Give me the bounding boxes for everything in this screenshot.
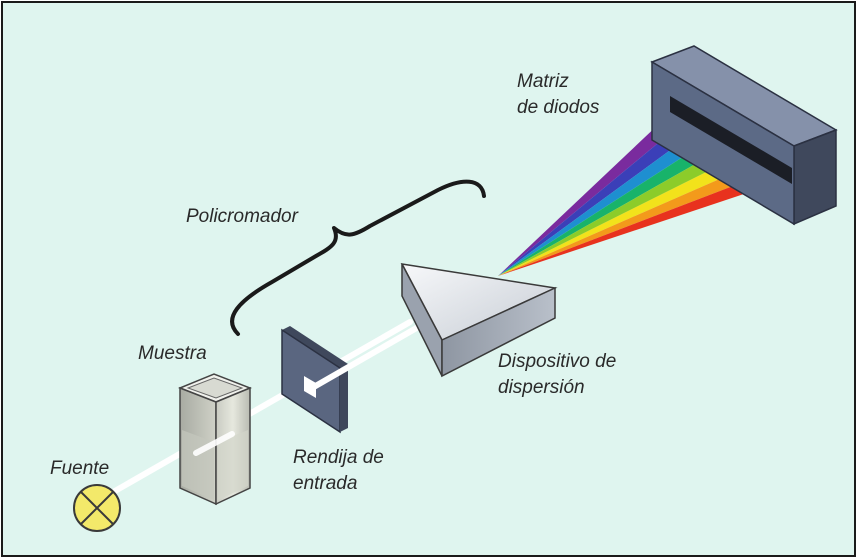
spectrum-band [498, 159, 778, 276]
label-dispersion-line2: dispersión [498, 377, 585, 398]
label-sample: Muestra [138, 343, 207, 364]
light-beam [105, 319, 413, 498]
label-polychromator: Policromador [186, 206, 298, 227]
label-entrance-slit-line1: Rendija de [293, 447, 384, 468]
label-diode-array-line1: Matriz [517, 71, 569, 92]
dispersed-spectrum [498, 104, 792, 276]
spectrum-band [498, 150, 764, 276]
spectrum-band [498, 141, 750, 276]
lamp-icon [73, 484, 121, 532]
diode-array-icon [650, 45, 838, 226]
label-source: Fuente [50, 458, 110, 479]
polychromator-brace [230, 179, 486, 336]
label-entrance-slit: Rendija de entrada [293, 445, 384, 497]
spectrum-band [498, 104, 694, 276]
spectrum-band [498, 131, 736, 276]
prism-icon [400, 263, 558, 378]
light-beam-through-sample [193, 431, 235, 456]
cuvette-icon [177, 373, 253, 506]
spectrum-band [498, 122, 722, 276]
spectrum-band [498, 113, 708, 276]
label-diode-array-line2: de diodos [517, 97, 600, 118]
label-entrance-slit-line2: entrada [293, 473, 358, 494]
light-beam-to-prism [309, 323, 423, 391]
label-dispersion-line1: Dispositivo de [498, 351, 617, 372]
spectrum-band [498, 168, 792, 276]
label-dispersion-device: Dispositivo de dispersión [498, 349, 616, 401]
label-diode-array: Matriz de diodos [517, 69, 599, 121]
